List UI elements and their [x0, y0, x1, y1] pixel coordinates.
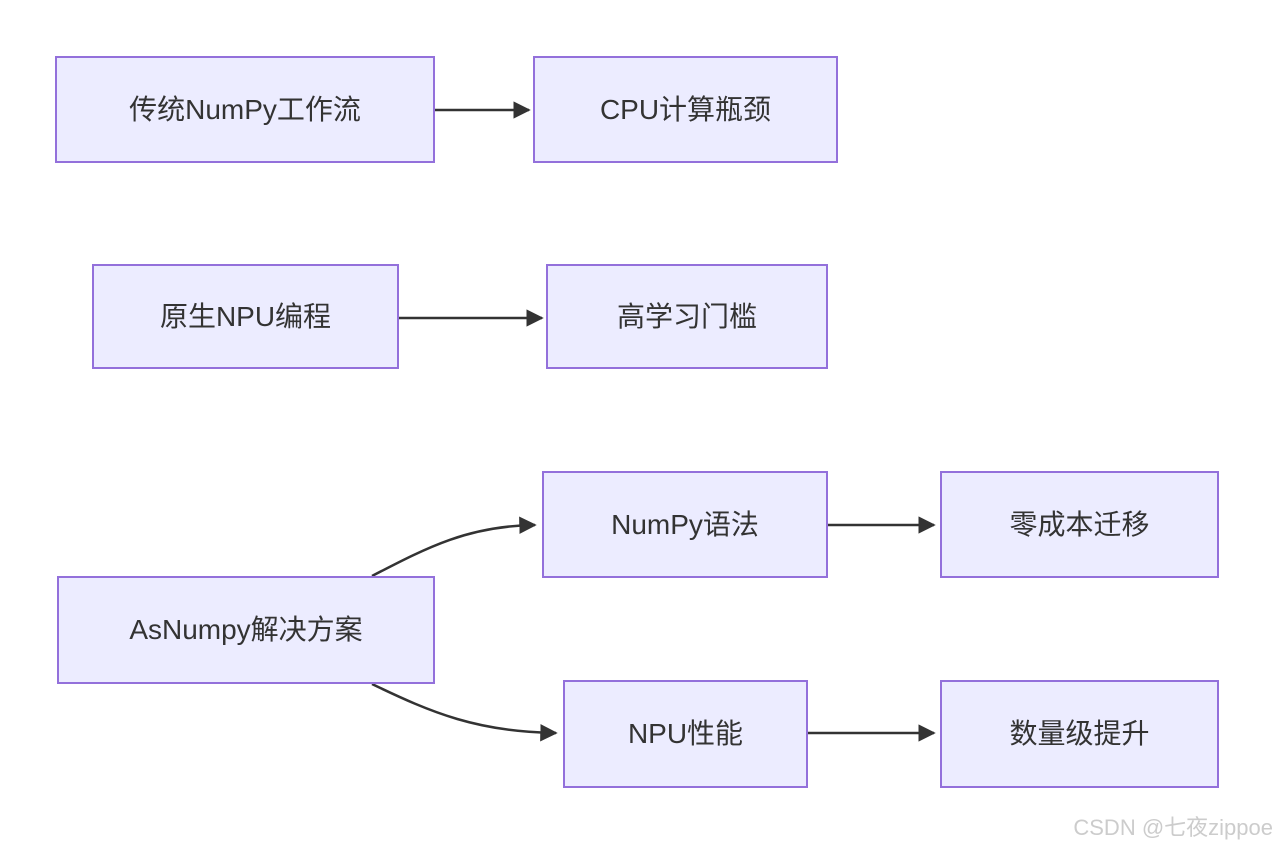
node-traditional-numpy-workflow: 传统NumPy工作流 — [55, 56, 435, 163]
node-label: 传统NumPy工作流 — [129, 93, 361, 125]
node-label: NumPy语法 — [611, 508, 759, 540]
node-cpu-bottleneck: CPU计算瓶颈 — [533, 56, 838, 163]
node-label: 数量级提升 — [1009, 718, 1150, 750]
node-npu-performance: NPU性能 — [563, 680, 808, 788]
node-high-learning-threshold: 高学习门槛 — [546, 264, 828, 369]
edge-asnumpy-to-performance-arrow — [371, 682, 558, 742]
node-label: AsNumpy解决方案 — [129, 614, 363, 646]
node-order-of-magnitude-boost: 数量级提升 — [940, 680, 1219, 788]
node-zero-cost-migration: 零成本迁移 — [940, 471, 1219, 578]
node-label: 原生NPU编程 — [159, 300, 332, 332]
node-label: NPU性能 — [627, 718, 744, 750]
node-label: 零成本迁移 — [1009, 508, 1150, 540]
node-native-npu-programming: 原生NPU编程 — [92, 264, 399, 369]
node-label: 高学习门槛 — [616, 300, 757, 332]
node-label: CPU计算瓶颈 — [599, 93, 772, 125]
edge-asnumpy-to-syntax-arrow — [371, 516, 537, 578]
node-numpy-syntax: NumPy语法 — [542, 471, 828, 578]
node-asnumpy-solution: AsNumpy解决方案 — [57, 576, 435, 684]
csdn-watermark: CSDN @七夜zippoe — [1073, 815, 1273, 840]
